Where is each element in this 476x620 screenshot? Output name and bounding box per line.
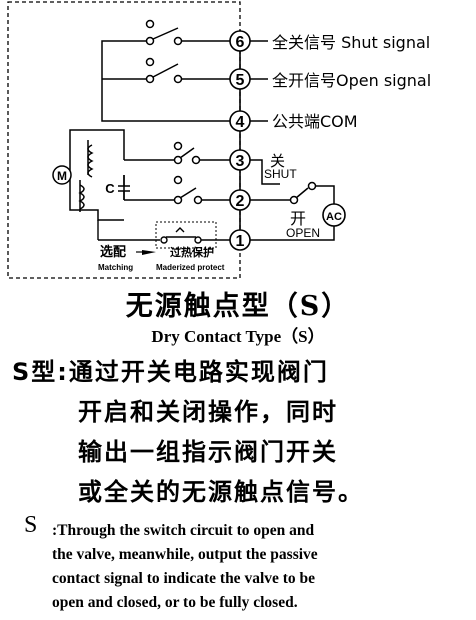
capacitor-label: C bbox=[105, 181, 115, 196]
switch-motor-control bbox=[124, 141, 230, 205]
terminal-4-num: 4 bbox=[236, 114, 245, 131]
ac-source-icon bbox=[322, 203, 346, 227]
desc-cn-line-4: 或全关的无源触点信号。 bbox=[78, 478, 364, 506]
switch-open-signal bbox=[102, 57, 230, 84]
terminal-5-num: 5 bbox=[236, 72, 245, 89]
option-cn: 选配 bbox=[100, 244, 126, 260]
option-en: Matching bbox=[98, 263, 133, 272]
enclosure-dashed bbox=[7, 1, 241, 279]
terminal-2: 2 bbox=[229, 189, 251, 211]
desc-en-prefix: S bbox=[24, 512, 38, 538]
desc-en-line-3: contact signal to indicate the valve to … bbox=[52, 570, 316, 587]
terminal-4: 4 bbox=[229, 110, 251, 132]
terminal-6-num: 6 bbox=[236, 34, 245, 51]
thermal-protect-en: Maderized protect bbox=[156, 263, 225, 272]
desc-cn-line-1: S型:通过开关电路实现阀门 bbox=[12, 358, 329, 386]
terminal-1: 1 bbox=[229, 229, 251, 251]
open-label: OPEN bbox=[286, 226, 320, 240]
desc-cn-line-2: 开启和关闭操作，同时 bbox=[78, 398, 338, 426]
desc-en-line-1: :Through the switch circuit to open and bbox=[52, 522, 315, 539]
arrow-icon bbox=[142, 250, 156, 255]
desc-en-line-2: the valve, meanwhile, output the passive bbox=[52, 546, 318, 563]
title-en: Dry Contact Type（S） bbox=[151, 327, 325, 346]
open-cn-label: 开 bbox=[290, 209, 306, 228]
wiring-diagram: 6 5 4 3 2 1 全关信号 Shut signal 全开信号Open si… bbox=[7, 1, 431, 279]
terminal-6: 6 bbox=[229, 30, 251, 52]
title-cn: 无源触点型（S） bbox=[125, 291, 351, 322]
motor-icon bbox=[52, 165, 72, 185]
thermal-switch bbox=[97, 220, 230, 244]
terminal-3-num: 3 bbox=[236, 153, 245, 170]
label-open-signal: 全开信号Open signal bbox=[272, 71, 431, 90]
terminal-1-num: 1 bbox=[236, 233, 245, 250]
external-wiring bbox=[250, 159, 335, 241]
desc-en-line-4: open and closed, or to be fully closed. bbox=[52, 594, 298, 611]
shut-label: SHUT bbox=[264, 167, 297, 181]
terminal-2-num: 2 bbox=[236, 193, 245, 210]
terminal-3: 3 bbox=[229, 149, 251, 171]
switch-shut-signal bbox=[101, 19, 230, 122]
motor-circuit bbox=[69, 129, 130, 221]
desc-cn-line-3: 输出一组指示阀门开关 bbox=[78, 438, 338, 466]
terminal-5: 5 bbox=[229, 68, 251, 90]
label-shut-signal: 全关信号 Shut signal bbox=[272, 33, 430, 52]
shut-cn-label: 关 bbox=[270, 152, 285, 170]
thermal-protect-box bbox=[155, 221, 217, 249]
label-com: 公共端COM bbox=[272, 112, 358, 131]
thermal-protect-cn: 过热保护 bbox=[170, 245, 214, 259]
ac-label: AC bbox=[326, 211, 342, 223]
motor-label: M bbox=[57, 169, 67, 183]
